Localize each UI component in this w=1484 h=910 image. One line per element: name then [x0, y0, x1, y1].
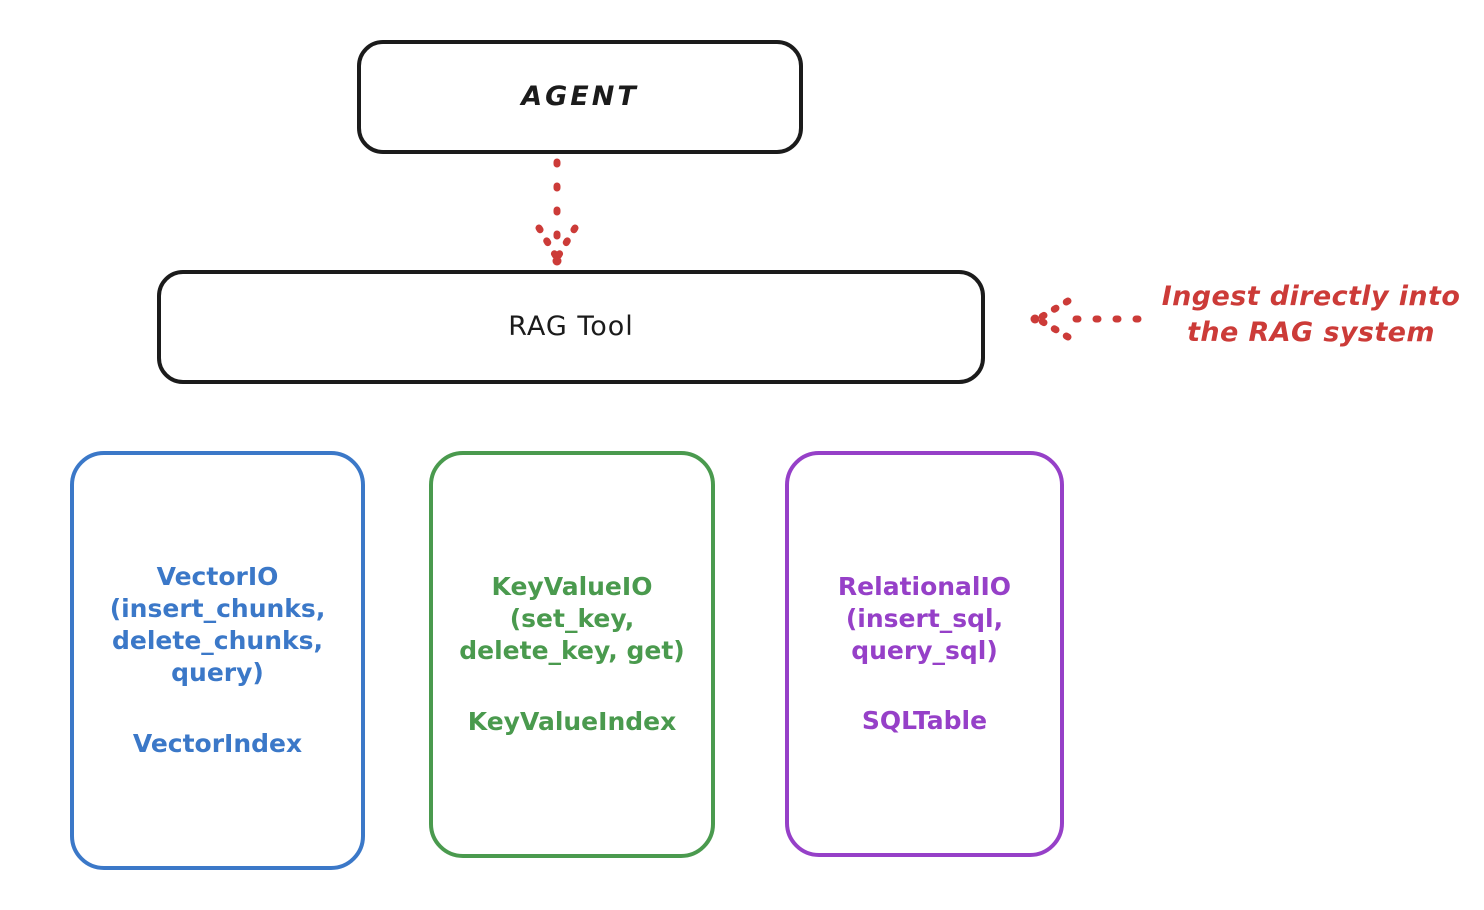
agent-node[interactable]: AGENT [357, 40, 803, 154]
arrowhead-tip [552, 256, 562, 266]
relational-io-card-content: RelationalIO (insert_sql, query_sql) SQL… [799, 539, 1050, 770]
arrowhead-tip [1030, 314, 1040, 324]
vector-io-index-label: VectorIndex [132, 728, 303, 758]
arrowhead-right-wing [553, 224, 579, 262]
vector-io-api-label: VectorIO (insert_chunks, delete_chunks, … [109, 562, 326, 688]
rag-tool-node-label: RAG Tool [508, 310, 634, 342]
relational-io-card[interactable]: RelationalIO (insert_sql, query_sql) SQL… [785, 451, 1064, 857]
vector-io-card[interactable]: VectorIO (insert_chunks, delete_chunks, … [70, 451, 365, 870]
key-value-io-card-content: KeyValueIO (set_key, delete_key, get) Ke… [443, 539, 701, 770]
relational-io-index-label: SQLTable [861, 706, 988, 736]
key-value-io-api-label: KeyValueIO (set_key, delete_key, get) [459, 572, 685, 666]
relational-io-api-label: RelationalIO (insert_sql, query_sql) [837, 571, 1012, 665]
arrowhead-left-wing [535, 224, 561, 262]
agent-to-rag-tool-arrow [535, 158, 579, 266]
agent-node-label: AGENT [521, 80, 639, 112]
arrowhead-top-wing [1034, 297, 1072, 323]
arrowhead-bottom-wing [1034, 315, 1072, 341]
rag-tool-node[interactable]: RAG Tool [157, 270, 985, 384]
ingest-annotation-text: Ingest directly into the RAG system [1161, 281, 1461, 349]
ingest-annotation-arrow [1030, 297, 1142, 341]
key-value-io-card[interactable]: KeyValueIO (set_key, delete_key, get) Ke… [429, 451, 715, 858]
vector-io-card-content: VectorIO (insert_chunks, delete_chunks, … [84, 529, 351, 792]
key-value-io-index-label: KeyValueIndex [467, 706, 677, 736]
